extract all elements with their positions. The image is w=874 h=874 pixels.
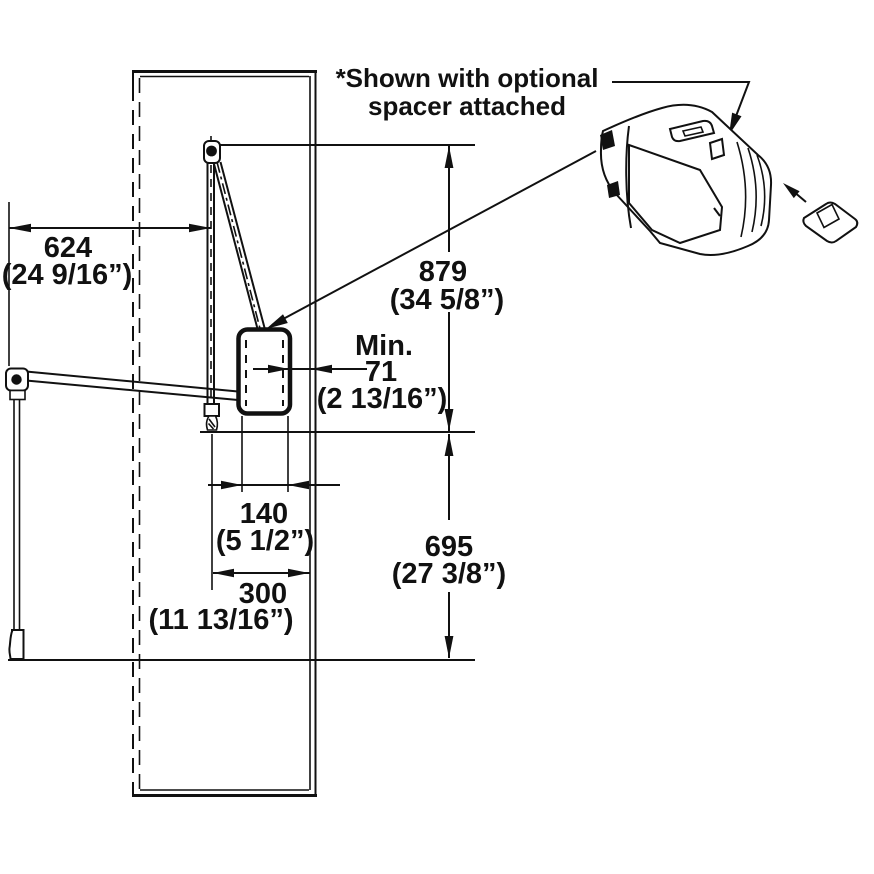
dim-71-prefix-label: Min. [355, 330, 413, 362]
lift-mechanism-body [599, 103, 773, 256]
dim-624-mm-label: 624 [44, 232, 92, 264]
mounting-flange-edge [625, 125, 632, 229]
lift-housing-inner-ribs [245, 340, 284, 406]
face-edge-tick [713, 207, 721, 217]
spacer-mount-slot-hole [681, 126, 705, 137]
dimension-879: 879 (34 5/8”) [219, 144, 504, 431]
dim-300-inch-label: (11 13/16”) [148, 604, 293, 636]
mounting-clip-bottom-icon [607, 181, 620, 198]
rod-end-pin [11, 374, 22, 385]
leader-arrowhead-icon [266, 314, 288, 329]
pivot-pin [206, 145, 217, 157]
dim-695-inch-label: (27 3/8”) [392, 558, 506, 590]
lift-rail [206, 163, 215, 404]
arrowhead-left-icon [213, 568, 234, 578]
spacer-slot-hole [815, 203, 841, 229]
arrowhead-up-icon [444, 146, 454, 168]
dim-71-inch-label: (2 13/16”) [317, 383, 448, 415]
arrowhead-left-icon [288, 480, 309, 490]
dim-624-inch-label: (24 9/16”) [2, 259, 133, 291]
dim-140-inch-label: (5 1/2”) [216, 525, 314, 557]
arrowhead-right-icon [189, 223, 211, 233]
arrowhead-down-icon [444, 636, 454, 658]
dim-71-mm-label: 71 [365, 356, 397, 388]
arrowhead-right-icon [221, 480, 242, 490]
extended-arm [25, 370, 239, 401]
arrowhead-right-icon [268, 364, 289, 374]
arrowhead-down-icon [444, 409, 454, 431]
dimension-300: 300 (11 13/16”) [148, 434, 310, 636]
rod-end-block [9, 389, 26, 401]
side-rib-lines [736, 141, 766, 238]
dim-879-mm-label: 879 [419, 256, 467, 288]
note-annotation: *Shown with optional spacer attached [266, 63, 751, 329]
dim-879-inch-label: (34 5/8”) [390, 284, 504, 316]
arrowhead-left-icon [311, 364, 332, 374]
lift-housing [236, 327, 293, 416]
cabinet-outline [132, 70, 317, 797]
dim-695-mm-label: 695 [425, 531, 473, 563]
note-line-2: spacer attached [368, 91, 566, 121]
arrowhead-left-icon [9, 223, 31, 233]
dimension-624: 624 (24 9/16”) [2, 202, 211, 366]
hardware-illustration [599, 103, 859, 256]
leader-to-housing [271, 150, 597, 326]
mechanism-front-face [628, 143, 724, 245]
dim-300-mm-label: 300 [239, 578, 287, 610]
extension-lines [241, 416, 289, 492]
mounting-clip-top-icon [600, 130, 615, 150]
leader-arrowhead-icon [729, 112, 742, 135]
extended-position [5, 367, 239, 660]
arrowhead-right-icon [288, 568, 309, 578]
dim-140-mm-label: 140 [240, 498, 288, 530]
dimension-695: 695 (27 3/8”) [8, 431, 506, 661]
pivot-arm [213, 161, 269, 343]
dimension-140: 140 (5 1/2”) [208, 416, 340, 557]
spacer-insert-arrowhead-icon [783, 183, 800, 199]
wardrobe-lift-unit [203, 136, 293, 431]
leader-to-spacer-slot [612, 81, 751, 125]
hanging-rod [13, 399, 21, 630]
spacer-part [783, 183, 859, 244]
dimension-min-71: Min. 71 (2 13/16”) [253, 330, 447, 415]
spacer-mount-tab [708, 137, 726, 161]
hanging-rod-foot [8, 629, 25, 660]
note-line-1: *Shown with optional [336, 63, 599, 93]
rail-foot-hatch [207, 418, 216, 430]
rail-foot-block [203, 403, 220, 417]
arrowhead-up-icon [444, 434, 454, 456]
